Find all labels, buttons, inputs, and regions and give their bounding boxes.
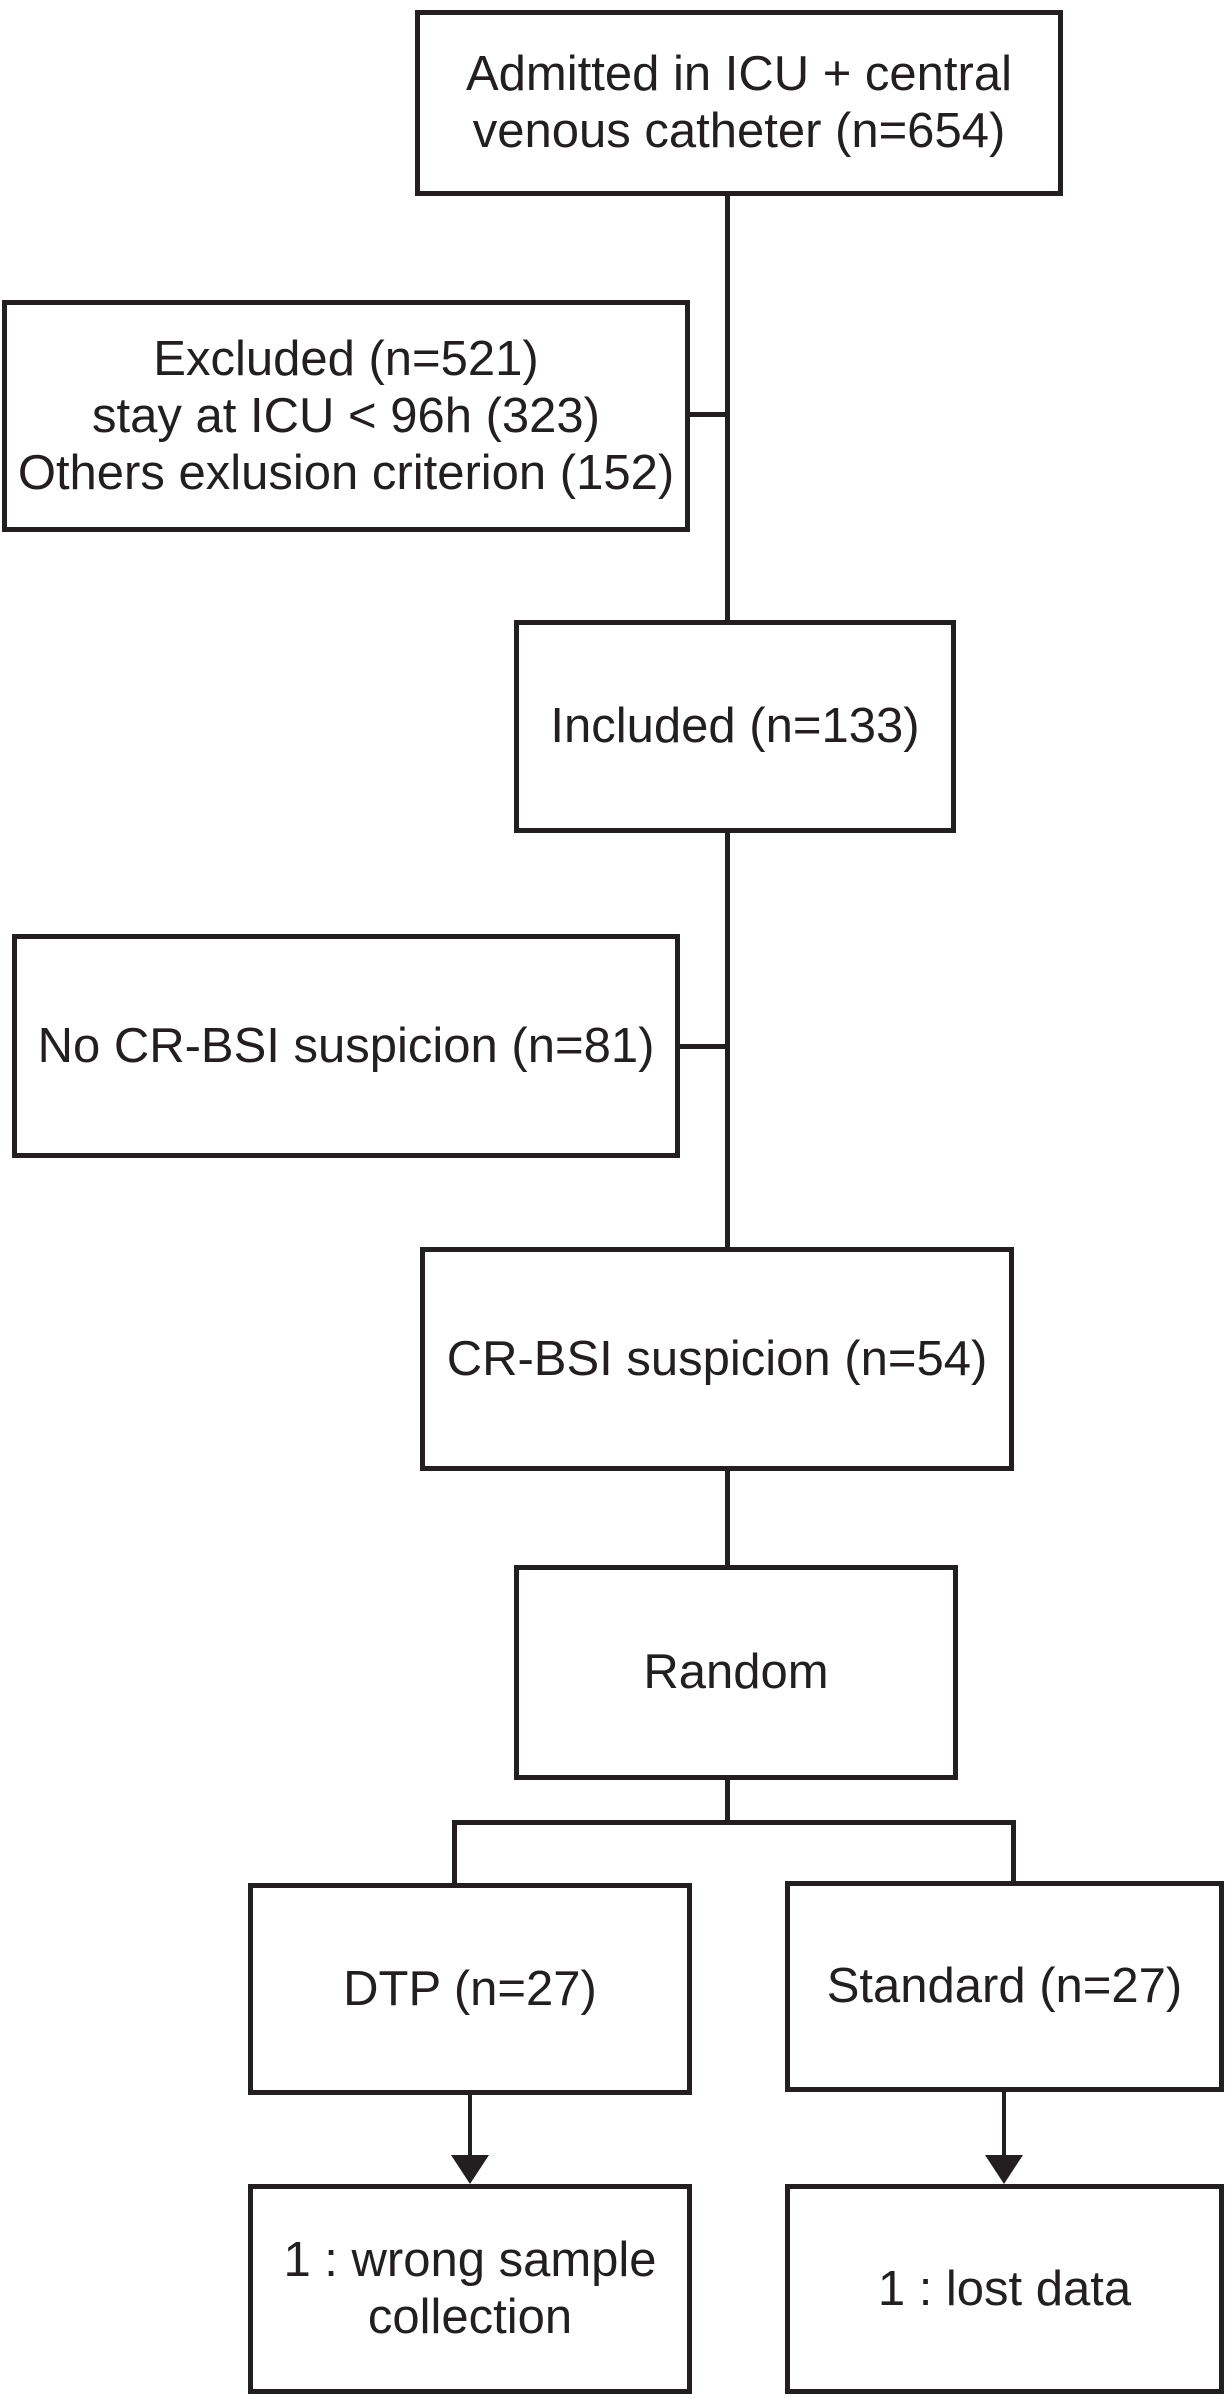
node-no-crbsi-suspicion: No CR-BSI suspicion (n=81) (12, 934, 680, 1158)
connector-admitted-to-included (725, 196, 730, 620)
arrow-standard-to-note-stem (1002, 2092, 1006, 2158)
node-dtp-arm-line-1: DTP (n=27) (343, 1961, 597, 2016)
node-crbsi-suspicion: CR-BSI suspicion (n=54) (420, 1247, 1014, 1471)
connector-included-to-suspicion (725, 833, 730, 1247)
node-standard-exclusion-note: 1 : lost data (785, 2184, 1224, 2394)
node-admitted-line-2: venous catheter (n=654) (472, 104, 1006, 158)
node-crbsi-suspicion-line-1: CR-BSI suspicion (n=54) (446, 1331, 988, 1386)
connector-branch-no-suspicion (680, 1044, 730, 1049)
arrowhead-down-icon (451, 2155, 489, 2184)
node-excluded-line-3: Others exlusion criterion (152) (17, 445, 675, 500)
node-dtp-exclusion-note-line-2: collection (367, 2290, 573, 2344)
connector-branch-excluded (690, 412, 730, 417)
node-excluded-line-2: stay at ICU < 96h (323) (92, 388, 600, 443)
node-no-crbsi-suspicion-line-1: No CR-BSI suspicion (n=81) (37, 1018, 655, 1073)
node-included: Included (n=133) (514, 620, 956, 833)
node-dtp-arm: DTP (n=27) (248, 1883, 692, 2095)
connector-split-bar (452, 1820, 1016, 1825)
connector-split-to-dtp (452, 1820, 457, 1883)
node-admitted: Admitted in ICU + central venous cathete… (415, 10, 1063, 196)
node-standard-arm-line-1: Standard (n=27) (826, 1959, 1183, 2013)
node-admitted-line-1: Admitted in ICU + central (465, 47, 1013, 101)
arrow-dtp-to-note-stem (468, 2095, 472, 2158)
connector-split-to-standard (1011, 1820, 1016, 1881)
node-standard-arm: Standard (n=27) (785, 1881, 1224, 2092)
node-random-line-1: Random (643, 1645, 829, 1699)
node-dtp-exclusion-note-line-1: 1 : wrong sample (283, 2233, 657, 2287)
node-standard-exclusion-note-line-1: 1 : lost data (877, 2261, 1132, 2316)
connector-suspicion-to-random (725, 1471, 730, 1565)
node-included-line-1: Included (n=133) (550, 699, 920, 753)
node-excluded: Excluded (n=521) stay at ICU < 96h (323)… (2, 300, 690, 532)
connector-random-to-split (725, 1780, 730, 1822)
node-dtp-exclusion-note: 1 : wrong sample collection (248, 2184, 692, 2394)
node-excluded-line-1: Excluded (n=521) (153, 331, 539, 386)
node-random: Random (514, 1565, 958, 1780)
arrowhead-down-icon (985, 2155, 1023, 2184)
